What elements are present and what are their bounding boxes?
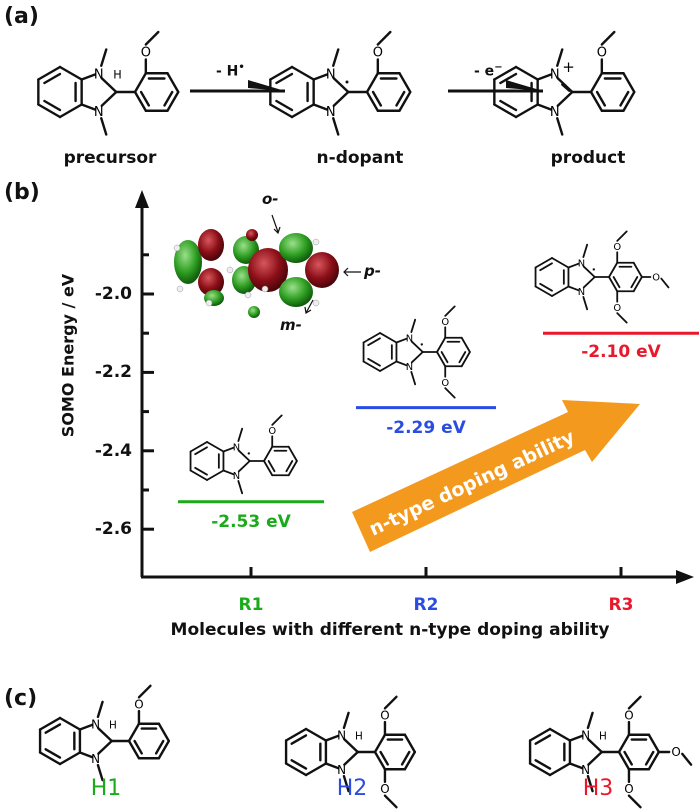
label-h1: H1 <box>90 776 122 801</box>
caption-n-dopant: n-dopant <box>316 148 404 168</box>
atom-label: N <box>581 763 590 777</box>
label-h2: H2 <box>336 776 368 801</box>
y-axis-title: SOMO Energy / eV <box>58 273 78 438</box>
atom-label: N <box>337 728 346 742</box>
annotation-ortho: o- <box>262 190 279 208</box>
x-category-r2: R2 <box>413 595 439 615</box>
arrow-1-sup: • <box>238 62 245 73</box>
atom-label: N <box>578 287 585 298</box>
atom-label: O <box>380 708 389 722</box>
orbital-lobe <box>279 233 313 263</box>
panel-label-b: (b) <box>4 180 40 205</box>
orbital-lobe <box>248 248 288 292</box>
atom-label: N <box>406 362 413 373</box>
annotation-para: p- <box>364 262 381 280</box>
orbital-lobe <box>198 268 224 296</box>
atom-label: H <box>355 730 363 742</box>
arrow-1-label: - H• <box>216 62 245 80</box>
somo-orbital-image <box>173 214 361 318</box>
annotation-meta: m- <box>280 316 302 334</box>
panel-label-a: (a) <box>4 4 39 29</box>
atom-label: O <box>441 378 449 389</box>
x-axis <box>141 570 694 584</box>
molecule-r3: N N O O O <box>534 230 670 324</box>
n-dopant-molecule: N N O <box>269 30 412 136</box>
energy-value-r2: -2.29 eV <box>386 418 466 438</box>
atom-label: N <box>406 334 413 345</box>
atom-label: N <box>91 752 100 766</box>
orbital-lobe <box>305 252 339 288</box>
atom-label: O <box>624 708 633 722</box>
y-tick-label: -2.6 <box>94 519 132 539</box>
atom-label: N <box>581 728 590 742</box>
atom-label: N <box>550 67 560 82</box>
atom-label: O <box>268 426 276 437</box>
atom-label: O <box>652 272 660 283</box>
label-h3: H3 <box>582 776 614 801</box>
orbital-lobe <box>279 277 313 307</box>
orbital-lobe <box>248 306 260 318</box>
reaction-arrow-1 <box>190 80 285 93</box>
energy-value-r3: -2.10 eV <box>581 342 661 362</box>
y-axis <box>135 190 149 577</box>
molecule-r1: N N O <box>189 414 298 495</box>
atom-label: N <box>578 259 585 270</box>
orbital-lobe <box>174 240 202 284</box>
atom-label: O <box>613 303 621 314</box>
y-tick-label: -2.4 <box>94 441 132 461</box>
reaction-arrow-2 <box>448 80 543 93</box>
energy-chart: n-type doping ability N N O N N O O N N O O O <box>135 190 699 584</box>
arrow-2-text: - e <box>474 63 495 80</box>
atom-label: N <box>233 443 240 454</box>
atom-label: N <box>94 67 104 82</box>
atom-label: H <box>599 730 607 742</box>
doping-ability-text: n-type doping ability <box>366 426 579 541</box>
y-tick-label: -2.2 <box>94 362 132 382</box>
atom-label: N <box>233 471 240 482</box>
arrow-2-sup: − <box>494 62 503 73</box>
y-tick-label: -2.0 <box>94 284 132 304</box>
atom-label: N <box>94 105 104 120</box>
x-axis-title: Molecules with different n-type doping a… <box>170 620 610 640</box>
arrow-2-label: - e− <box>474 62 503 80</box>
atom-label: N <box>326 67 336 82</box>
atom-label: O <box>624 782 633 796</box>
orbital-lobe <box>246 229 258 241</box>
atom-label: O <box>373 46 383 61</box>
atom-label: H <box>109 719 117 731</box>
molecule-r2: N N O O <box>362 305 471 399</box>
energy-value-r1: -2.53 eV <box>211 512 291 532</box>
atom-label: H <box>113 68 121 81</box>
atom-label: N <box>326 105 336 120</box>
atom-label: O <box>613 242 621 253</box>
product-molecule: NN+O <box>493 30 636 136</box>
orbital-lobe <box>198 229 224 261</box>
atom-label: + <box>562 58 575 76</box>
atom-label: O <box>597 46 607 61</box>
atom-label: O <box>671 745 680 759</box>
caption-precursor: precursor <box>63 148 157 168</box>
arrow-1-text: - H <box>216 63 239 80</box>
caption-product: product <box>550 148 626 168</box>
x-category-r1: R1 <box>238 595 264 615</box>
atom-label: O <box>380 782 389 796</box>
atom-label: O <box>134 697 143 711</box>
atom-label: N <box>337 763 346 777</box>
atom-label: O <box>141 46 151 61</box>
atom-label: N <box>550 105 560 120</box>
atom-label: O <box>441 317 449 328</box>
x-category-r3: R3 <box>608 595 634 615</box>
atom-label: N <box>91 717 100 731</box>
panel-label-c: (c) <box>4 686 38 711</box>
